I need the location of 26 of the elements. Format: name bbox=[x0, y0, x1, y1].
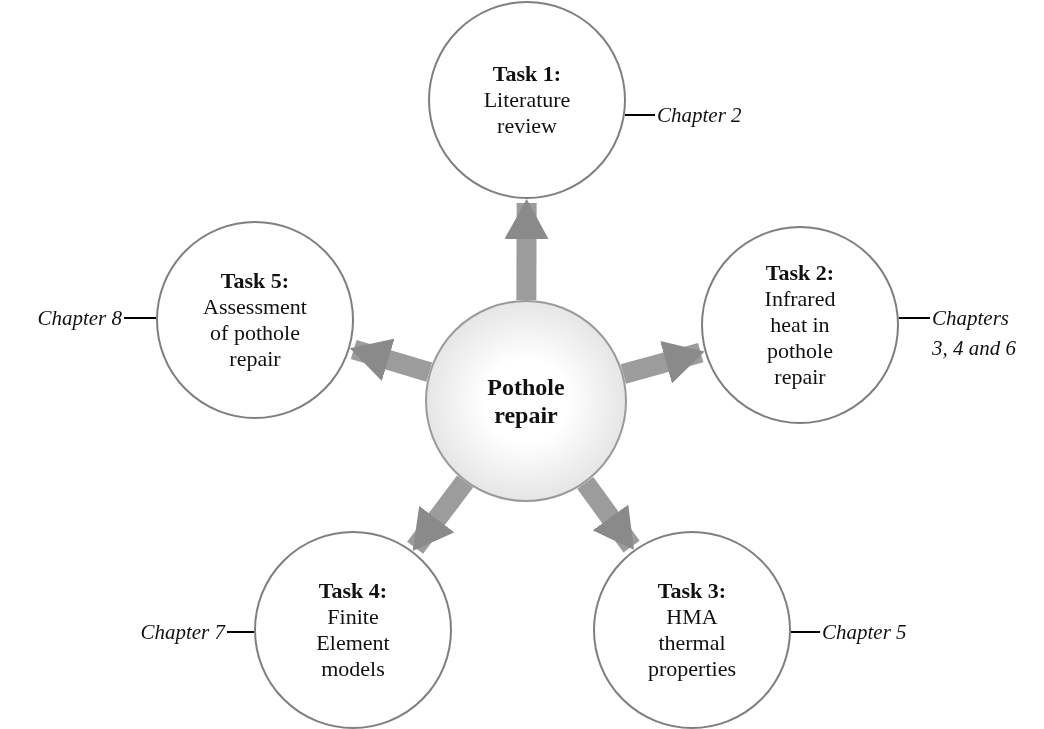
block-arrow bbox=[407, 475, 474, 554]
chapter-label: Chapters 3, 4 and 6 bbox=[932, 303, 1024, 363]
leader-line bbox=[226, 631, 255, 633]
task-description: Finite Element models bbox=[315, 604, 391, 682]
chapter-label: Chapter 2 bbox=[657, 100, 772, 130]
leader-line bbox=[897, 317, 931, 319]
block-arrow bbox=[620, 340, 705, 384]
chapter-label: Chapter 8 bbox=[8, 303, 122, 333]
task-heading: Task 5: bbox=[219, 268, 291, 294]
task-heading: Task 1: bbox=[491, 61, 563, 87]
block-arrow bbox=[577, 476, 640, 553]
chapter-label: Chapter 5 bbox=[822, 617, 937, 647]
task-heading: Task 3: bbox=[656, 578, 728, 604]
task-description: Assessment of pothole repair bbox=[202, 294, 308, 372]
task-description: Literature review bbox=[482, 87, 572, 139]
block-arrow bbox=[349, 338, 433, 382]
chapter-label: Chapter 7 bbox=[110, 617, 225, 647]
task-heading: Task 2: bbox=[764, 260, 836, 286]
block-arrow bbox=[504, 199, 549, 301]
leader-line bbox=[790, 631, 821, 633]
task-description: Infrared heat in pothole repair bbox=[763, 286, 837, 390]
hub-title: Pothole repair bbox=[486, 373, 566, 429]
task-heading: Task 4: bbox=[317, 578, 389, 604]
leader-line bbox=[123, 317, 157, 319]
leader-line bbox=[623, 114, 656, 116]
task-description: HMA thermal properties bbox=[647, 604, 737, 682]
